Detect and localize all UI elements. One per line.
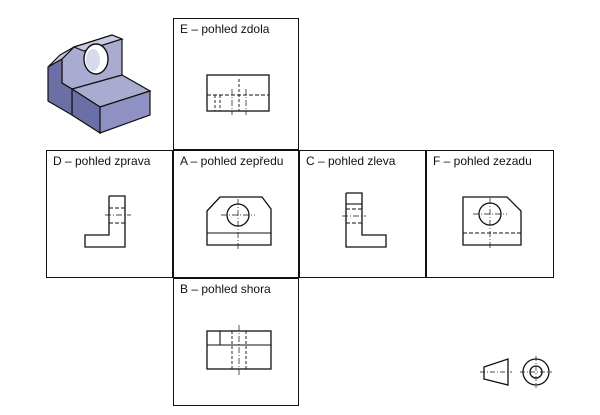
panel-front-view: A – pohled zepředu (173, 150, 299, 278)
top-view-drawing (206, 325, 272, 375)
front-view-drawing (206, 196, 272, 249)
panel-left-view: C – pohled zleva (299, 150, 426, 278)
isometric-part-icon (47, 34, 152, 135)
upright-top-face (72, 34, 124, 52)
left-view-drawing (342, 192, 387, 248)
rear-view-drawing (462, 196, 522, 249)
projection-cone-icon (483, 358, 509, 386)
bottom-view-drawing (206, 74, 270, 115)
upright-side-face (47, 57, 73, 117)
rear-view-label: F – pohled zezadu (433, 154, 532, 168)
bottom-view-label: E – pohled zdola (180, 22, 270, 36)
left-view-label: C – pohled zleva (306, 154, 396, 168)
front-view-label: A – pohled zepředu (180, 154, 284, 168)
right-view-label: D – pohled zprava (53, 154, 151, 168)
panel-right-view: D – pohled zprava (46, 150, 173, 278)
panel-top-view: B – pohled shora (173, 278, 299, 406)
right-view-drawing (84, 195, 131, 248)
panel-rear-view: F – pohled zezadu (426, 150, 554, 278)
base-right-face (99, 90, 151, 134)
top-view-label: B – pohled shora (180, 282, 271, 296)
projection-circle-outer (522, 358, 550, 386)
iso-hole-inner (86, 49, 100, 71)
panel-bottom-view: E – pohled zdola (173, 18, 299, 150)
projection-symbol-icon (480, 356, 552, 388)
